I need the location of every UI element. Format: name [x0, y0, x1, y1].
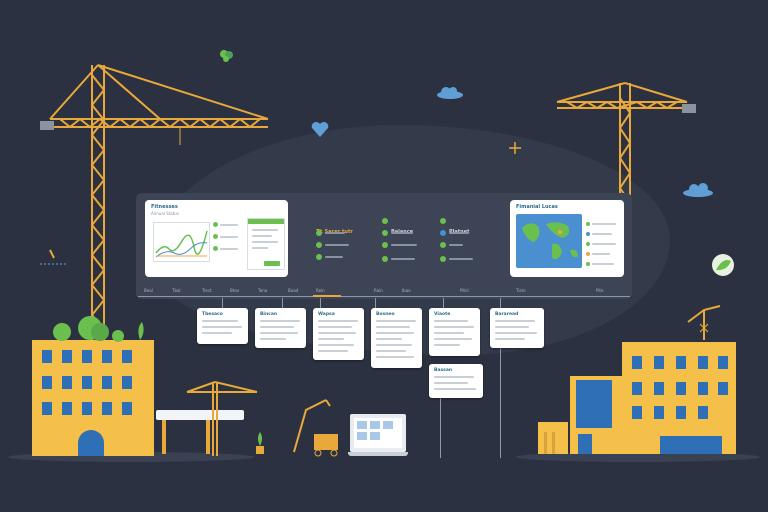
bottom-bar	[660, 436, 722, 454]
excavator-icon	[293, 399, 338, 457]
left-crane	[40, 64, 269, 340]
canopy	[156, 410, 244, 454]
right-building-annex	[570, 376, 624, 454]
timeline-tick: Baad	[288, 288, 299, 293]
line-chart	[153, 222, 210, 262]
world-map	[516, 214, 582, 268]
leaf-icon	[219, 48, 233, 62]
rooftop-crane	[687, 305, 721, 340]
small-crane	[186, 381, 258, 456]
left-building	[32, 340, 154, 456]
right-crane	[556, 82, 696, 204]
timeline-tick: Rein	[316, 288, 325, 293]
signal-icon	[38, 248, 68, 272]
timeline-note[interactable]: Bassan	[429, 364, 483, 398]
heart-icon	[310, 120, 330, 142]
plant-badge-icon	[711, 253, 735, 281]
timeline-tick: Tbal	[172, 288, 181, 293]
card-subtitle: Annual Status	[151, 211, 179, 216]
action-button[interactable]	[264, 261, 280, 266]
cloud-icon	[682, 182, 714, 201]
timeline-tick: Pite	[596, 288, 604, 293]
timeline-note[interactable]: Viaote	[429, 308, 480, 356]
plant-pot-icon	[254, 432, 266, 460]
timeline-note[interactable]: Bosneo	[371, 308, 422, 368]
timeline-tick: Bteo	[230, 288, 240, 293]
timeline-tick: Trest	[202, 288, 212, 293]
timeline-tick: Tena	[258, 288, 268, 293]
card-title: Fitnesses	[151, 204, 178, 210]
timeline-note[interactable]: Wapsa	[313, 308, 364, 360]
status-panel	[247, 218, 285, 270]
tree-icon	[50, 310, 150, 346]
timeline-note[interactable]: Tbesaco	[197, 308, 248, 344]
map-card[interactable]: Fimanial Lucas	[510, 200, 624, 277]
right-building	[622, 342, 736, 454]
laptop-icon	[348, 414, 408, 458]
arch-door	[78, 430, 104, 456]
timeline-note[interactable]: Bararead	[490, 308, 544, 348]
small-shed	[538, 422, 568, 454]
fitness-card[interactable]: Fitnesses Annual Status	[145, 200, 288, 277]
ground-shadow	[516, 452, 760, 462]
timeline-tick: Ibao	[402, 288, 411, 293]
timeline-tick: Pitnl	[460, 288, 469, 293]
cloud-icon	[436, 84, 464, 103]
card-title: Fimanial Lucas	[516, 204, 558, 210]
timeline-tick: Rain	[374, 288, 383, 293]
ground-shadow	[8, 452, 254, 462]
sparkle-icon	[509, 139, 521, 158]
timeline-tick: Tiste	[516, 288, 526, 293]
timeline-bar: Beal Tbal Trest Bteo Tena Baad Rein Rain…	[138, 286, 630, 298]
timeline-note[interactable]: Bincan	[255, 308, 306, 348]
mini-bars	[213, 220, 243, 266]
timeline-tick: Beal	[144, 288, 153, 293]
